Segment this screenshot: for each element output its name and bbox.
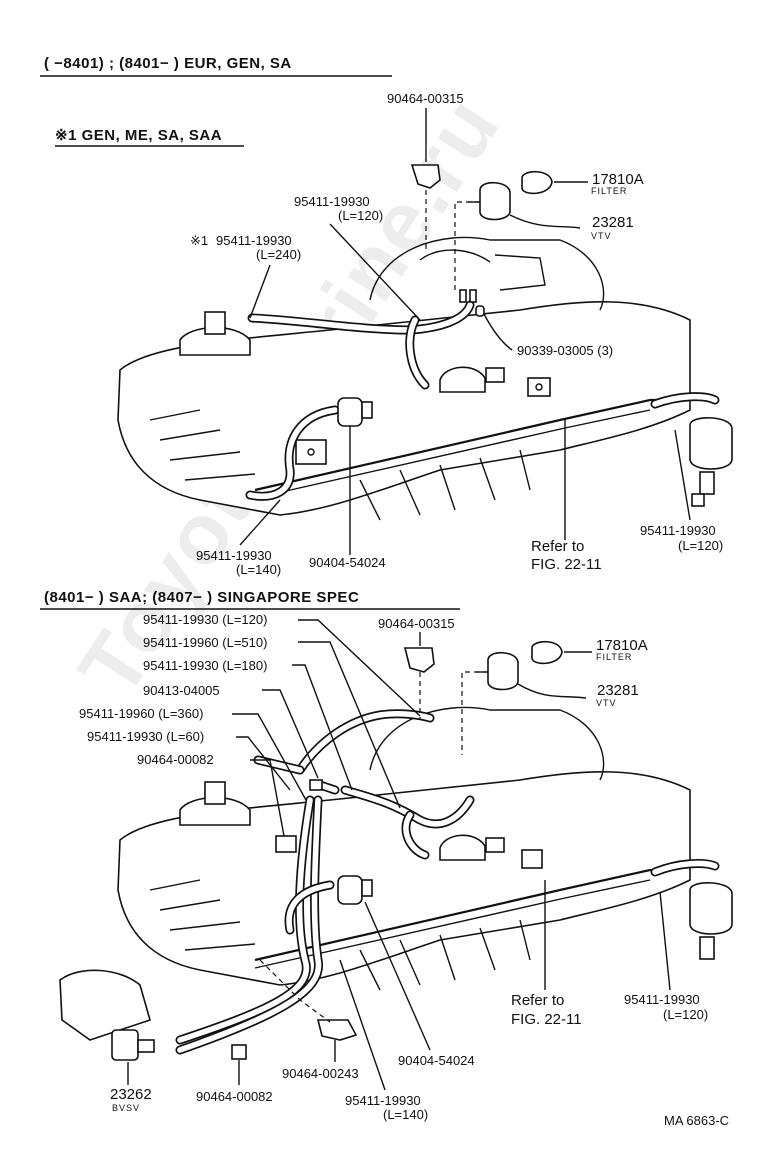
hose-240-length: (L=240) xyxy=(256,247,302,262)
leaders-1 xyxy=(239,108,691,555)
s2-hose-right-length: (L=120) xyxy=(663,1007,709,1022)
s2-label-5: 95411-19960 (L=360) xyxy=(79,706,204,721)
s2-hose-140-label: 95411-19930 xyxy=(345,1093,421,1108)
s2-filter-code-label: 17810A xyxy=(596,637,648,654)
hose-140-label: 95411-19930 xyxy=(196,548,272,563)
s2-hose-right-label: 95411-19930 xyxy=(624,992,700,1007)
s2-valve-label: 90404-54024 xyxy=(398,1053,475,1068)
engine-assembly-2 xyxy=(59,706,733,1061)
filter-code-label: 17810A xyxy=(592,171,644,188)
hoses-1 xyxy=(245,300,720,501)
hoses-2 xyxy=(175,709,720,1055)
s2-label-4: 90413-04005 xyxy=(143,683,220,698)
parts-2 xyxy=(231,640,563,1060)
hose-right-label: 95411-19930 xyxy=(640,523,716,538)
s2-clip-top-label: 90464-00315 xyxy=(378,616,455,631)
s2-refer-fig-label: FIG. 22-11 xyxy=(511,1011,582,1028)
clip-3-label: 90339-03005 (3) xyxy=(517,343,614,358)
refer-label: Refer to xyxy=(531,538,585,555)
section2-header: (8401− ) SAA; (8407− ) SINGAPORE SPEC xyxy=(44,589,360,606)
hose-240-mark: ※1 xyxy=(190,233,209,248)
s2-vtv-code-label: 23281 xyxy=(597,682,639,699)
refer-fig-label: FIG. 22-11 xyxy=(531,556,602,573)
s2-refer-label: Refer to xyxy=(511,992,565,1009)
s2-clip-243-label: 90464-00243 xyxy=(282,1066,359,1081)
s2-clip-bottom-label: 90464-00082 xyxy=(196,1089,273,1104)
hose-120-label: 95411-19930 xyxy=(294,194,370,209)
bvsv-name-label: BVSV xyxy=(112,1103,141,1113)
s2-label-7: 90464-00082 xyxy=(137,752,214,767)
footer-code: MA 6863-C xyxy=(664,1113,730,1128)
hose-120-length: (L=120) xyxy=(338,208,384,223)
s2-label-3: 95411-19930 (L=180) xyxy=(143,658,268,673)
vtv-code-label: 23281 xyxy=(592,214,634,231)
s2-label-1: 95411-19930 (L=120) xyxy=(143,612,268,627)
leaders-2 xyxy=(127,619,671,1091)
valve-label: 90404-54024 xyxy=(309,555,386,570)
hose-140-length: (L=140) xyxy=(236,562,282,577)
s2-filter-name-label: FILTER xyxy=(596,652,633,662)
clip-top-label: 90464-00315 xyxy=(387,91,464,106)
s2-label-6: 95411-19930 (L=60) xyxy=(87,729,205,744)
hose-240-label: 95411-19930 xyxy=(216,233,292,248)
bvsv-code-label: 23262 xyxy=(110,1086,152,1103)
section1-note: ※1 GEN, ME, SA, SAA xyxy=(55,127,223,144)
filter-name-label: FILTER xyxy=(591,186,628,196)
hose-right-length: (L=120) xyxy=(678,538,724,553)
vtv-name-label: VTV xyxy=(591,231,612,241)
section1-header: ( −8401) ; (8401− ) EUR, GEN, SA xyxy=(44,55,292,72)
s2-label-2: 95411-19960 (L=510) xyxy=(143,635,268,650)
s2-hose-140-length: (L=140) xyxy=(383,1107,429,1122)
s2-vtv-name-label: VTV xyxy=(596,698,617,708)
engine-assembly-1 xyxy=(117,236,733,521)
